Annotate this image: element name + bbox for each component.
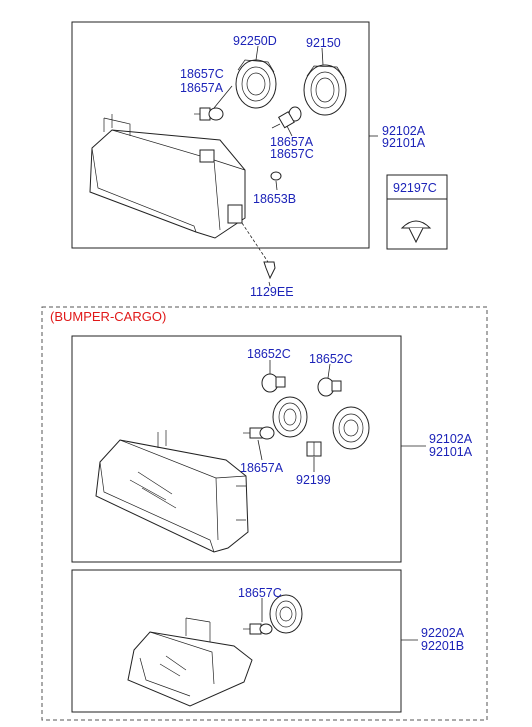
label-92101a-top: 92101A [382,136,426,150]
label-92197c: 92197C [393,181,437,195]
fog-bulb-18657c [243,623,273,635]
top-assembly-frame [71,21,370,249]
section-header-bumper-cargo: (BUMPER-CARGO) [50,309,166,324]
ring-left [272,396,308,438]
ring-right [332,406,370,450]
bulb-18652c-left [261,373,286,393]
label-18657a-cargo: 18657A [240,461,284,475]
top-headlamp [89,114,269,263]
top-assembly: 92250D 92150 18657C 18657A 18657A 18657C… [71,21,426,299]
bulb-18652c-right [317,377,342,397]
bumper-cargo-section: (BUMPER-CARGO) [41,306,488,721]
label-92250d: 92250D [233,34,277,48]
clip-box-frame [386,174,448,250]
label-92102a-cargo: 92102A [429,432,473,446]
small-bulb [270,171,282,181]
headlamp-box [71,335,402,563]
label-18657c-mid: 18657C [270,147,314,161]
label-18657a-mid: 18657A [270,135,314,149]
socket-92199 [306,441,322,457]
label-18652c-right: 18652C [309,352,353,366]
cargo-headlamp [95,430,249,553]
label-18657c-left: 18657C [180,67,224,81]
bulb-mid [271,106,302,129]
label-18652c-left: 18652C [247,347,291,361]
label-18657c-fog: 18657C [238,586,282,600]
clip-box: 92197C [386,174,448,250]
fog-lamp-body [127,617,253,707]
screw-1129ee [263,261,276,280]
bumper-cargo-frame [41,306,488,721]
label-92199: 92199 [296,473,331,487]
label-92201b: 92201B [421,639,464,653]
label-1129ee: 1129EE [250,285,294,299]
ring-92150 [303,64,347,116]
label-92202a: 92202A [421,626,465,640]
bulb-18657a [243,426,275,440]
label-92150: 92150 [306,36,341,50]
fog-lamp-box [71,569,402,713]
label-92101a-cargo: 92101A [429,445,473,459]
fog-ring [269,594,303,634]
ring-92250d [235,59,277,109]
clip-part [400,220,432,244]
bulb-left [194,107,224,121]
label-18657a-left: 18657A [180,81,224,95]
label-18653b: 18653B [253,192,296,206]
label-92102a-top: 92102A [382,124,426,138]
